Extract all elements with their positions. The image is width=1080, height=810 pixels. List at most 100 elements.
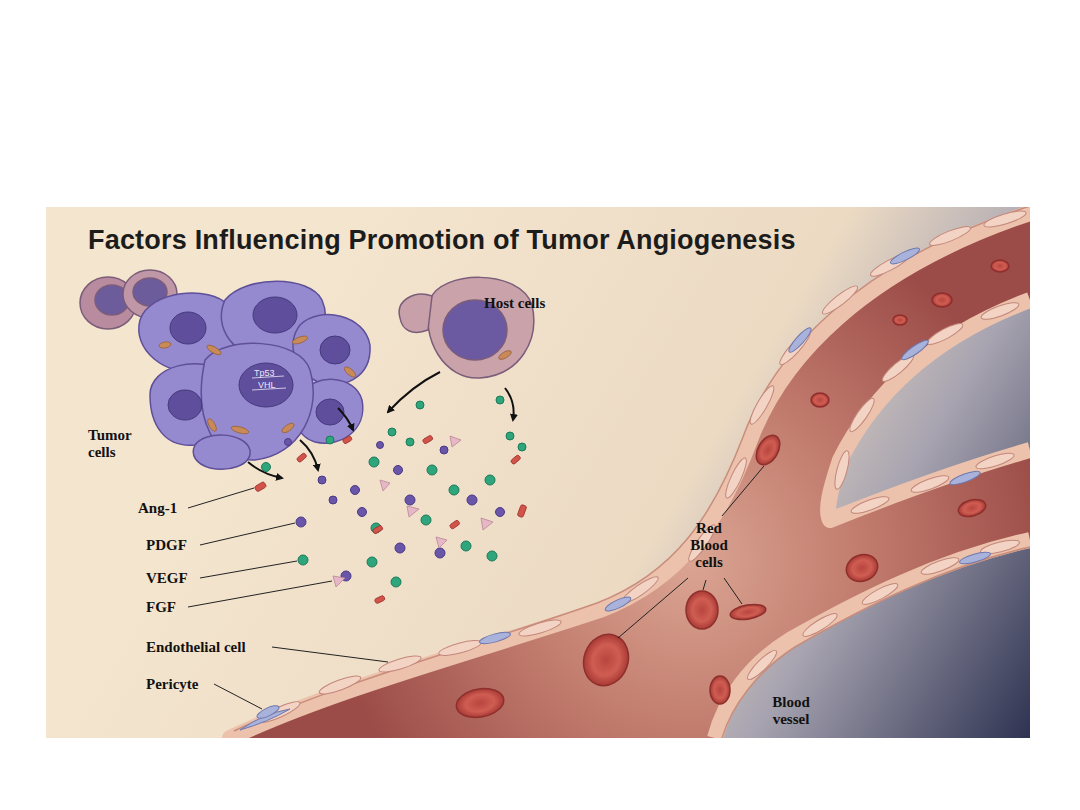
part-label: Red Blood cells (679, 520, 739, 571)
ang1-particle (342, 435, 352, 444)
ang1-particle (374, 595, 385, 604)
cell-label: Host cells (484, 295, 545, 312)
leader-line (200, 561, 297, 578)
fgf-particle (380, 480, 390, 491)
vessel-wall (715, 540, 1030, 738)
vegf-particle (406, 438, 414, 446)
endothelial-cell (974, 450, 1015, 472)
pdgf-particle (296, 517, 306, 527)
endothelial-cell (928, 223, 973, 249)
tumor-nucleus (320, 336, 350, 364)
red-blood-cell (710, 676, 730, 704)
endothelial-cell (744, 647, 779, 682)
vegf-particle (427, 465, 437, 475)
red-blood-cell (686, 591, 718, 629)
ang1-particle (422, 435, 433, 444)
pdgf-particle (394, 466, 403, 475)
diagram-title: Factors Influencing Promotion of Tumor A… (88, 225, 796, 256)
pdgf-particle (285, 439, 292, 446)
endothelial-cell (437, 637, 482, 658)
tumor-nucleus (170, 312, 206, 344)
vessel-wall (230, 213, 1030, 738)
endothelial-cell (846, 396, 877, 435)
vegf-particle (485, 475, 495, 485)
leader-line (618, 578, 688, 638)
illustration-frame (46, 207, 1030, 738)
fgf-particle (481, 518, 493, 530)
leader-line (703, 580, 706, 590)
pdgf-particle (395, 543, 405, 553)
ang1-particle (254, 481, 267, 492)
vegf-particle (391, 577, 401, 587)
secretion-arrow (505, 388, 514, 420)
label-anchor: Factors Influencing Promotion of Tumor A… (88, 225, 796, 256)
leader-line (724, 578, 742, 604)
cell-label: Tumor cells (88, 427, 148, 461)
organelle (206, 343, 223, 356)
tumor-nucleus (316, 399, 344, 425)
vessel-lumen (230, 213, 1030, 738)
ang1-particle (517, 504, 527, 517)
label-anchor: VEGF (146, 570, 188, 587)
pdgf-particle (440, 446, 448, 454)
secretion-arrow (248, 462, 282, 478)
pdgf-particle (496, 508, 505, 517)
pdgf-particle (377, 442, 384, 449)
organelle (206, 417, 218, 432)
organelle (231, 425, 250, 435)
vegf-particle (496, 396, 504, 404)
endothelial-cell (747, 383, 778, 426)
vegf-particle (449, 485, 459, 495)
ang1-particle (296, 452, 307, 462)
ang1-particle (449, 520, 460, 530)
leader-line (722, 466, 764, 516)
vegf-particle (298, 555, 308, 565)
red-blood-cell (454, 685, 506, 721)
part-label: Endothelial cell (146, 639, 246, 656)
pericyte (949, 469, 982, 487)
vegf-particle (506, 432, 514, 440)
host-cell (399, 294, 432, 332)
vegf-particle (367, 557, 377, 567)
endothelial-cell (517, 617, 562, 639)
endothelial-cell (820, 283, 861, 318)
gene-label: Tp53 (254, 368, 275, 378)
vegf-particle (487, 551, 497, 561)
label-anchor: FGF (146, 599, 176, 616)
pericyte (479, 630, 512, 646)
tissue-ground (46, 207, 1030, 738)
fgf-particle (450, 436, 461, 447)
factor-label: PDGF (146, 537, 187, 554)
organelle (159, 341, 172, 349)
tumor-nucleus (168, 390, 202, 420)
red-blood-cell (843, 550, 882, 585)
organelle (291, 334, 308, 345)
vegf-particle (262, 463, 271, 472)
pdgf-particle (329, 496, 337, 504)
leader-line (272, 647, 388, 662)
vegf-particle (326, 436, 334, 444)
factor-label: VEGF (146, 570, 188, 587)
red-blood-cell (991, 260, 1009, 272)
organelle (343, 365, 358, 379)
pdgf-particle (318, 476, 326, 484)
endothelial-cell (982, 208, 1027, 230)
part-label: Pericyte (146, 676, 198, 693)
red-blood-cell (932, 293, 952, 307)
leader-line (188, 488, 254, 508)
label-anchor: Tp53 (254, 368, 275, 378)
vegf-particle (518, 443, 526, 451)
vegf-particle (461, 541, 471, 551)
endothelial-cell (832, 449, 852, 490)
pdgf-particle (467, 495, 477, 505)
label-anchor: PDGF (146, 537, 187, 554)
label-anchor: Host cells (484, 295, 545, 312)
vessel-wall-line (234, 207, 1030, 731)
factor-label: Ang-1 (138, 500, 177, 517)
pdgf-particle (435, 548, 445, 558)
organelle (497, 349, 512, 361)
gene-label: VHL (258, 380, 276, 390)
leader-line (200, 523, 295, 545)
secretion-arrow (338, 408, 353, 430)
red-blood-cell (751, 431, 784, 469)
